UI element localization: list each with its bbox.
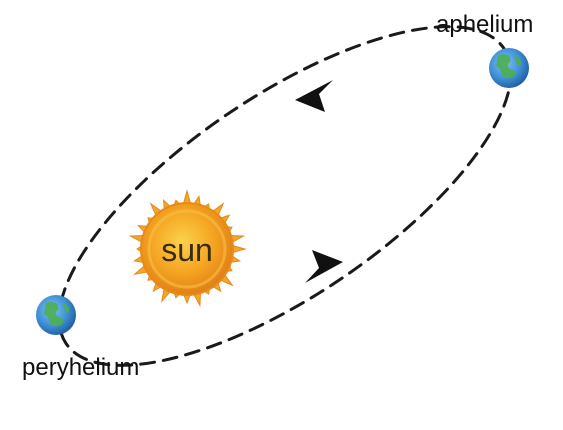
orbit-arrow-icon bbox=[305, 250, 343, 283]
orbit-arrow-icon bbox=[295, 80, 333, 112]
perihelium-label: peryhelium bbox=[22, 354, 140, 381]
sun-icon bbox=[128, 189, 247, 308]
orbit-path bbox=[57, 25, 513, 367]
aphelium-label: aphelium bbox=[436, 11, 534, 38]
sun-label: sun bbox=[161, 232, 213, 268]
earth-icon bbox=[36, 295, 76, 335]
earth-icon bbox=[489, 48, 529, 88]
